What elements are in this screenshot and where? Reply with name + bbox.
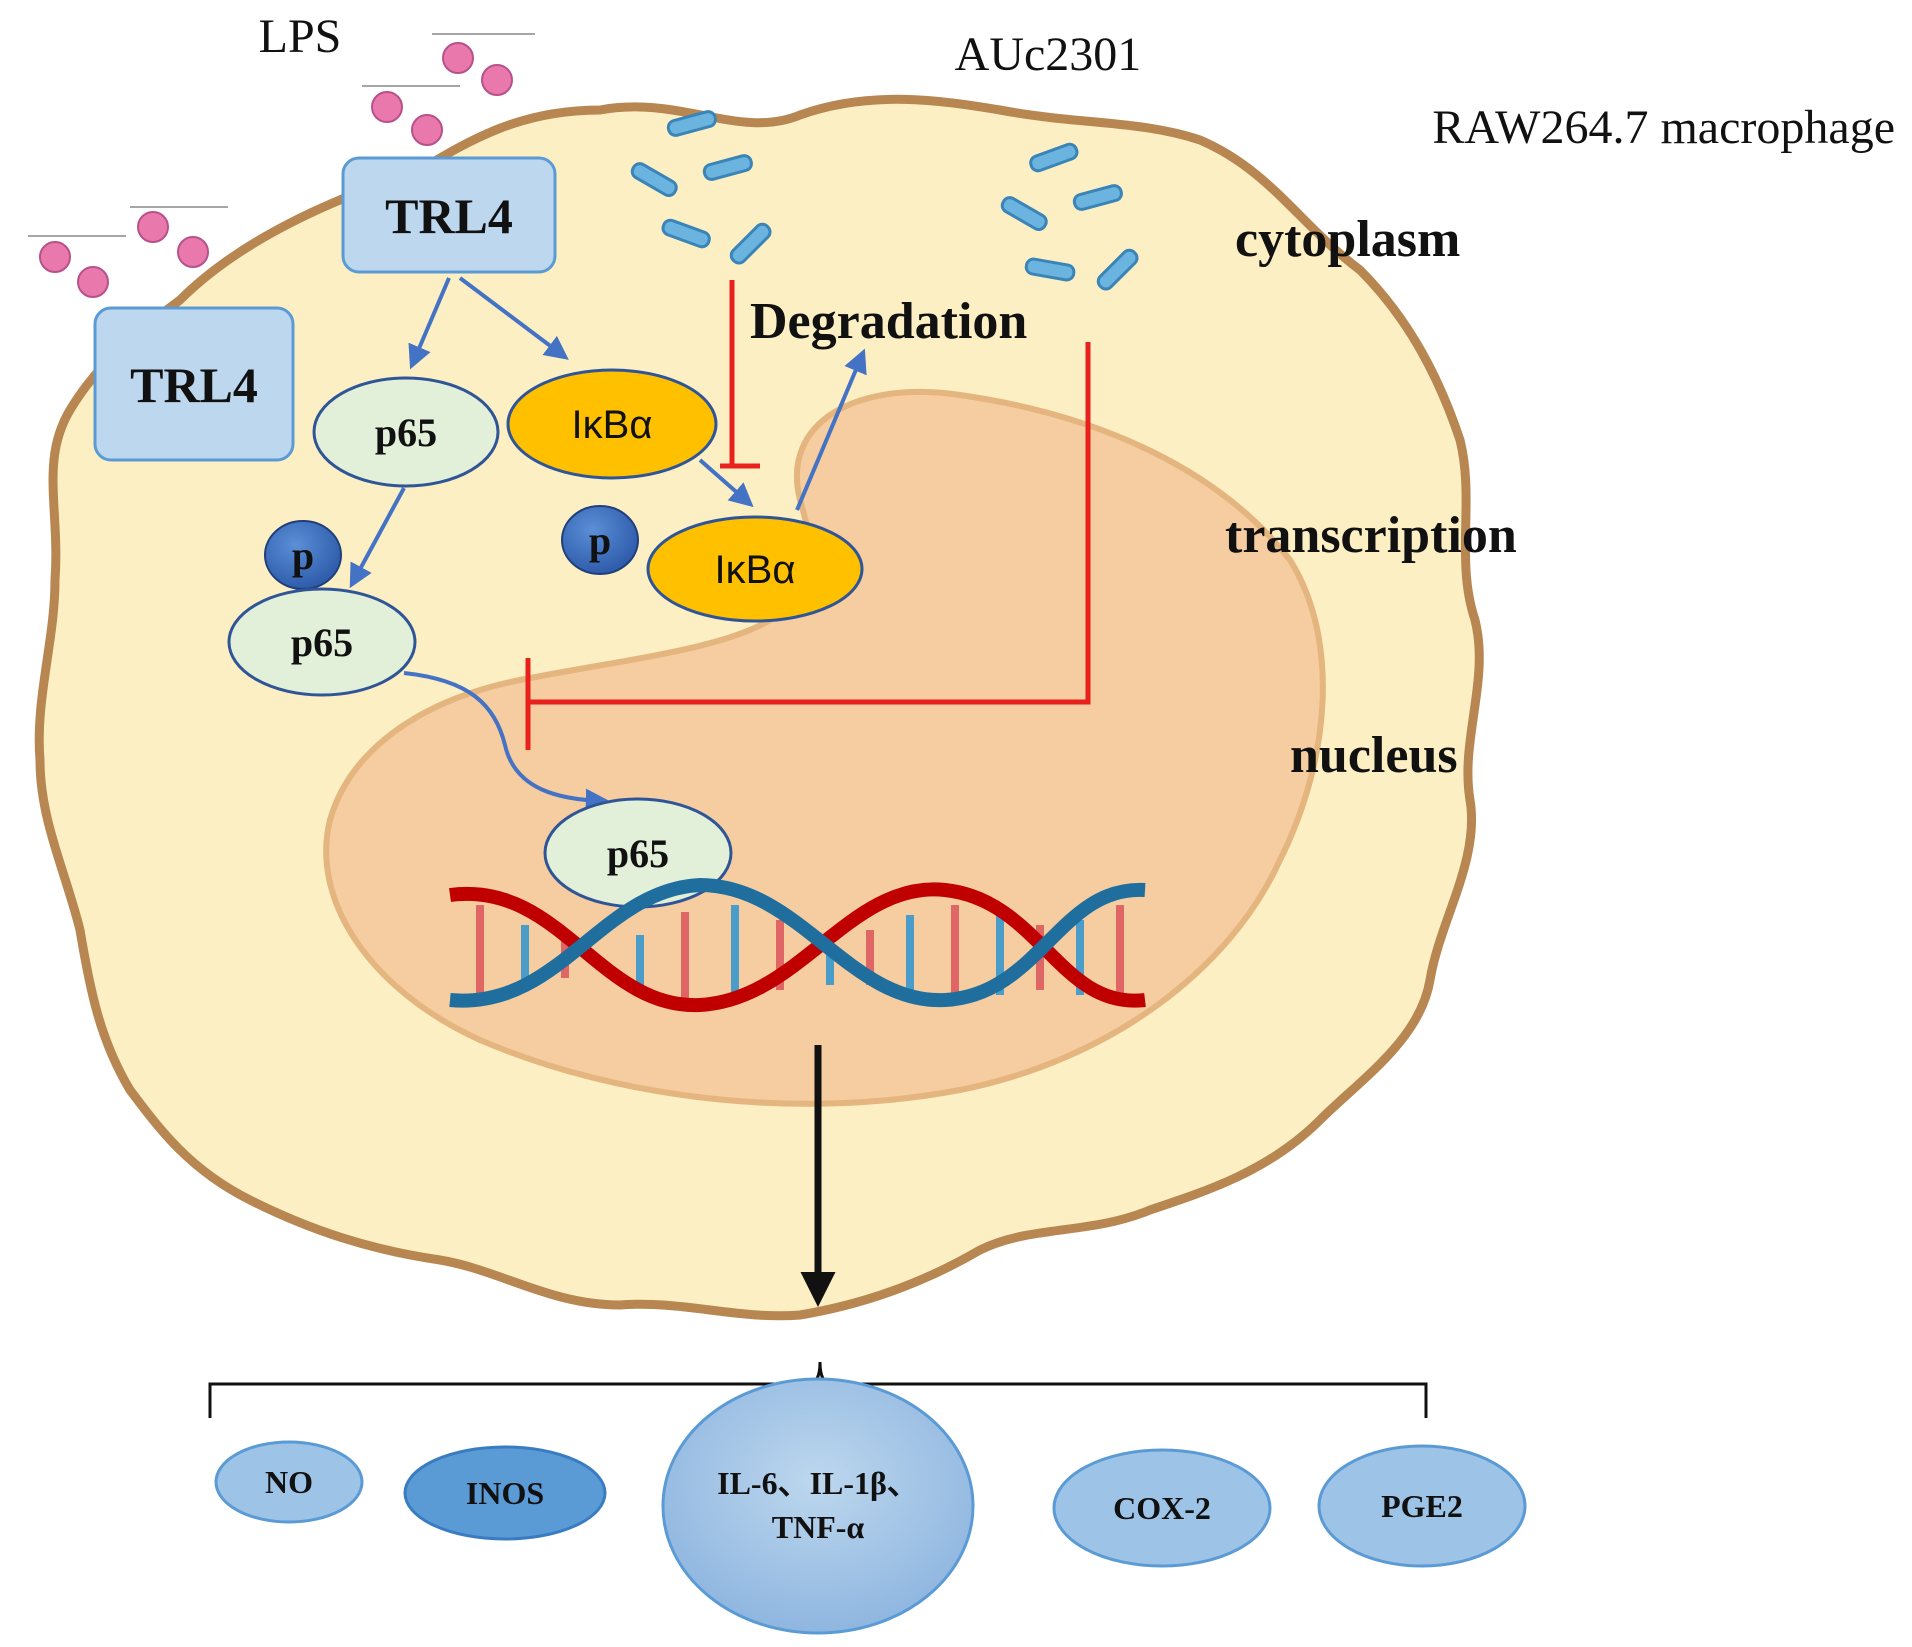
output-cox2: COX-2 (1052, 1448, 1272, 1568)
phospho-p-on-ikba: p (561, 505, 639, 575)
svg-text:p: p (292, 533, 314, 578)
auc2301-bacteria (630, 110, 1139, 291)
svg-text:NO: NO (265, 1464, 313, 1500)
svg-text:p: p (589, 518, 611, 563)
activation-arrows (349, 276, 867, 813)
nucleus-label: nucleus (1290, 727, 1458, 784)
cytoplasm-label: cytoplasm (1235, 211, 1460, 268)
svg-text:TNF-α: TNF-α (772, 1509, 865, 1545)
ikba-protein-upper: IκBα (506, 368, 718, 480)
lps-cluster-mid (130, 206, 228, 268)
lps-cluster-top-right (432, 33, 535, 96)
svg-text:PGE2: PGE2 (1381, 1488, 1463, 1524)
output-inos: INOS (403, 1445, 607, 1541)
trl4-receptor-left: TRL4 (93, 306, 295, 462)
svg-text:IL-6、IL-1β、: IL-6、IL-1β、 (717, 1465, 919, 1501)
svg-text:p65: p65 (607, 831, 669, 876)
p65-protein-upper: p65 (312, 376, 500, 488)
degradation-label: Degradation (750, 293, 1027, 350)
trl4-receptor-top: TRL4 (341, 156, 557, 274)
svg-text:IκBα: IκBα (715, 548, 796, 592)
p65-protein-phosphorylated: p65 (227, 587, 417, 697)
output-pge2: PGE2 (1317, 1444, 1527, 1568)
svg-text:TRL4: TRL4 (130, 357, 258, 413)
inhibition-lines (525, 280, 1091, 750)
lps-label: LPS (259, 10, 342, 63)
ikba-protein-phosphorylated: IκBα (646, 515, 864, 623)
svg-text:TRL4: TRL4 (385, 188, 513, 244)
svg-text:p65: p65 (375, 410, 437, 455)
macrophage-label: RAW264.7 macrophage (1432, 101, 1895, 154)
svg-text:p65: p65 (291, 620, 353, 665)
lps-cluster-left (28, 235, 126, 298)
dna-helix (449, 877, 1146, 1013)
output-no: NO (214, 1440, 364, 1524)
svg-text:COX-2: COX-2 (1113, 1490, 1211, 1526)
phospho-p-on-p65: p (264, 520, 342, 590)
auc2301-label: AUc2301 (955, 28, 1142, 81)
svg-text:IκBα: IκBα (572, 403, 653, 447)
svg-text:INOS: INOS (466, 1475, 544, 1511)
output-cytokines: IL-6、IL-1β、 TNF-α (661, 1377, 975, 1635)
transcription-label: transcription (1225, 507, 1517, 564)
lps-cluster-top-left (362, 85, 460, 146)
